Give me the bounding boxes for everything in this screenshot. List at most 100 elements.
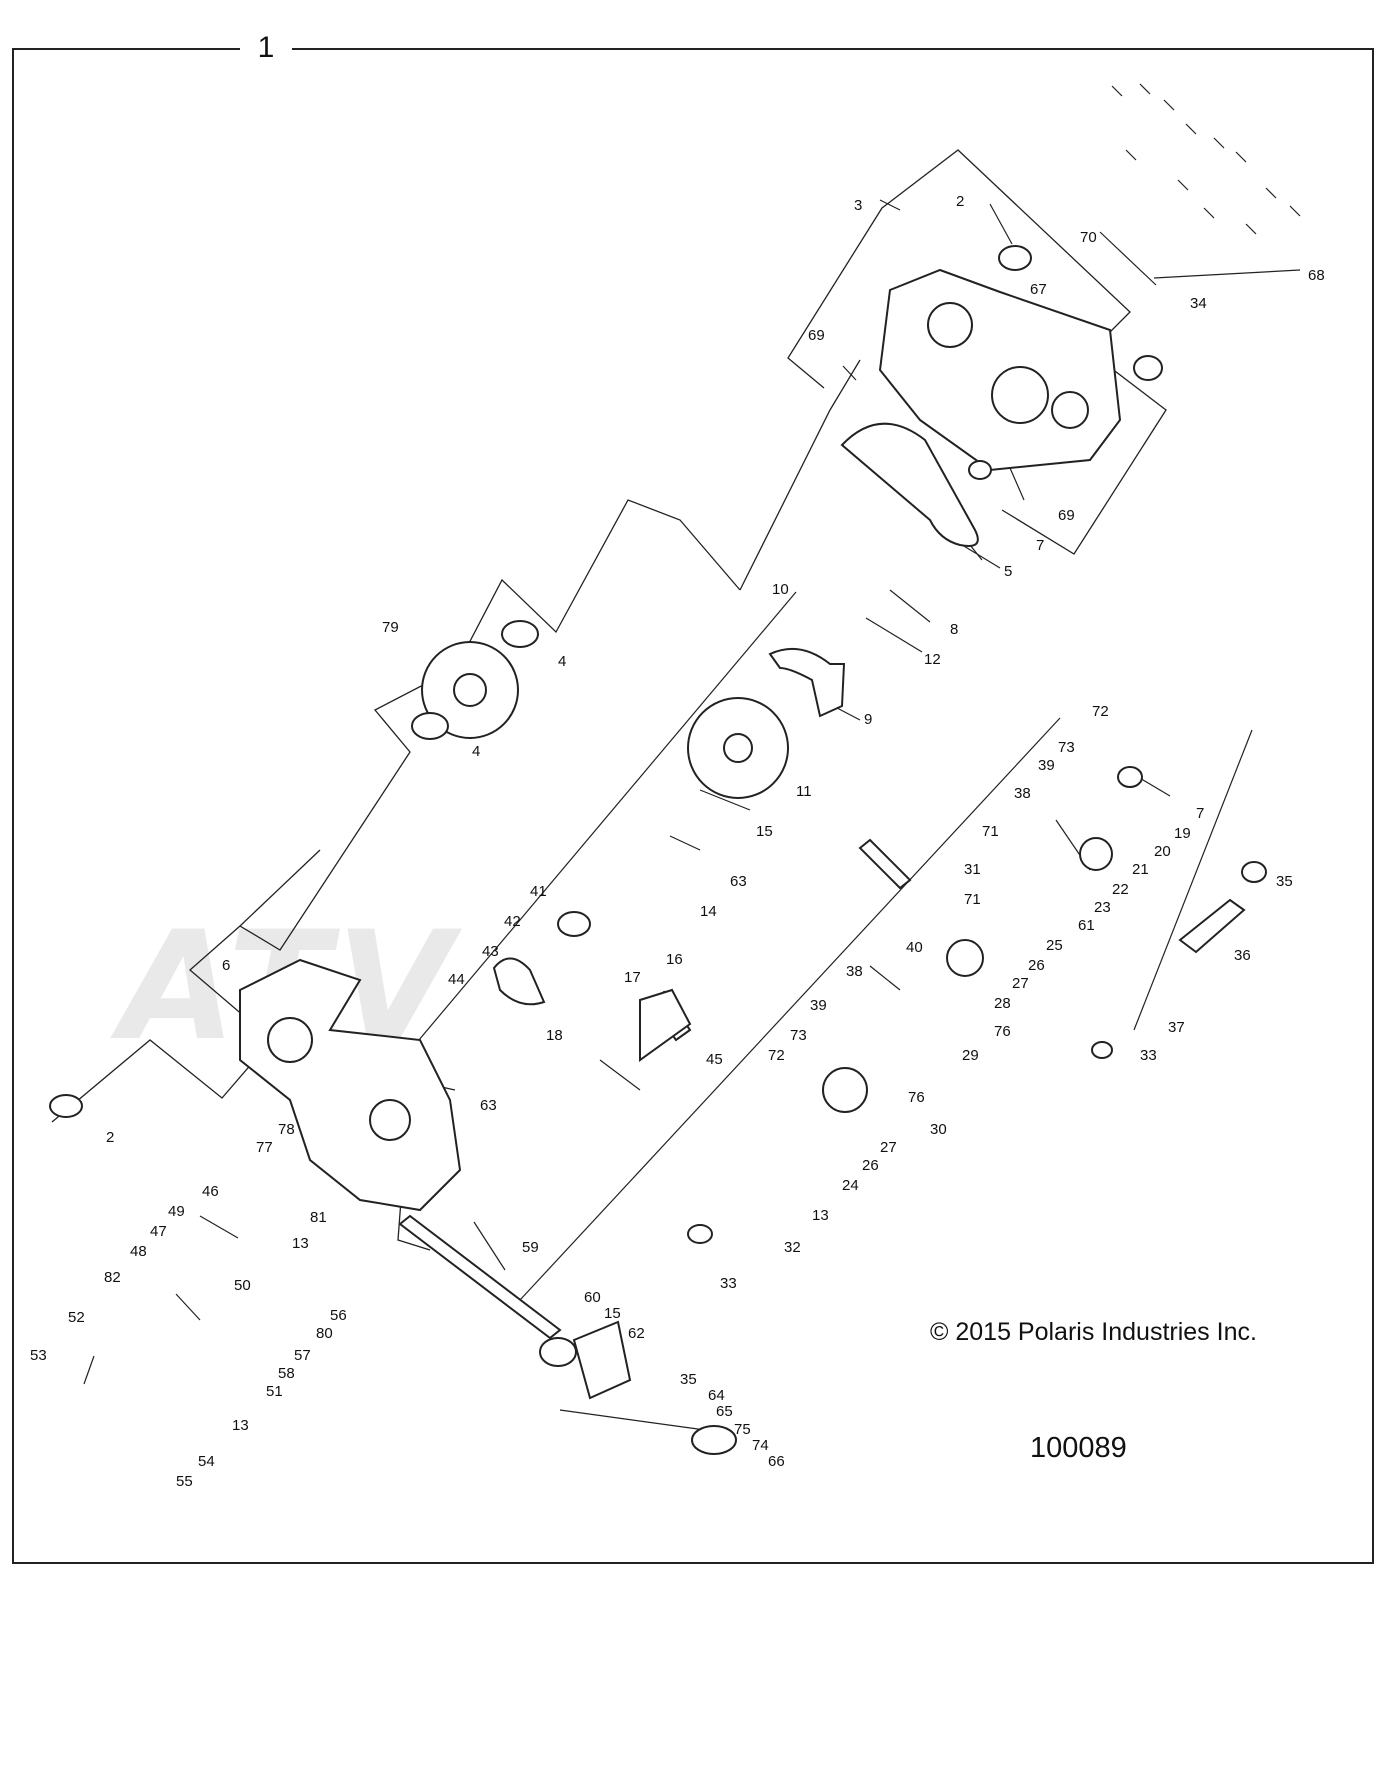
callout-57: 57 — [294, 1347, 311, 1364]
callout-55: 55 — [176, 1473, 193, 1490]
callout-7b: 7 — [1196, 805, 1204, 822]
callout-73b: 73 — [790, 1027, 807, 1044]
callout-4: 4 — [558, 653, 566, 670]
gears — [421, 641, 1113, 1113]
callout-36: 36 — [1234, 947, 1251, 964]
callout-15: 15 — [756, 823, 773, 840]
callout-24: 24 — [842, 1177, 859, 1194]
drawing-number: 100089 — [1030, 1432, 1127, 1464]
callout-73: 73 — [1058, 739, 1075, 756]
callout-42: 42 — [504, 913, 521, 930]
callout-25: 25 — [1046, 937, 1063, 954]
callout-39: 39 — [1038, 757, 1055, 774]
callout-69b: 69 — [1058, 507, 1075, 524]
callout-32: 32 — [784, 1239, 801, 1256]
callout-72: 72 — [1092, 703, 1109, 720]
callout-22: 22 — [1112, 881, 1129, 898]
callout-38b: 38 — [846, 963, 863, 980]
bearings — [49, 245, 1267, 1244]
callout-63: 63 — [730, 873, 747, 890]
callout-14: 14 — [700, 903, 717, 920]
callout-82: 82 — [104, 1269, 121, 1286]
callout-49: 49 — [168, 1203, 185, 1220]
callout-38: 38 — [1014, 785, 1031, 802]
callout-62: 62 — [628, 1325, 645, 1342]
clutch-housing — [539, 1320, 737, 1455]
callout-28: 28 — [994, 995, 1011, 1012]
callout-7: 7 — [1036, 537, 1044, 554]
drive-belt — [840, 422, 979, 547]
callout-33: 33 — [1140, 1047, 1157, 1064]
callout-58: 58 — [278, 1365, 295, 1382]
callout-48: 48 — [130, 1243, 147, 1260]
callout-56: 56 — [330, 1307, 347, 1324]
callout-8: 8 — [950, 621, 958, 638]
callout-44: 44 — [448, 971, 465, 988]
callout-27b: 27 — [880, 1139, 897, 1156]
callout-35b: 35 — [680, 1371, 697, 1388]
callout-72b: 72 — [768, 1047, 785, 1064]
callout-79: 79 — [382, 619, 399, 636]
callout-27: 27 — [1012, 975, 1029, 992]
shafts — [398, 838, 1246, 1340]
callout-37: 37 — [1168, 1019, 1185, 1036]
callout-64: 64 — [708, 1387, 725, 1404]
copyright-notice: © 2015 Polaris Industries Inc. — [930, 1318, 1257, 1346]
callout-45: 45 — [706, 1051, 723, 1068]
frame-label: 1 — [240, 30, 292, 66]
callout-63b: 63 — [480, 1097, 497, 1114]
callout-34: 34 — [1190, 295, 1207, 312]
leader-lines — [83, 199, 1301, 1431]
callout-15b: 15 — [604, 1305, 621, 1322]
callout-69: 69 — [808, 327, 825, 344]
shift-fork — [768, 647, 846, 718]
callout-23: 23 — [1094, 899, 1111, 916]
callout-71b: 71 — [964, 891, 981, 908]
callout-29: 29 — [962, 1047, 979, 1064]
callout-2: 2 — [956, 193, 964, 210]
callout-66: 66 — [768, 1453, 785, 1470]
callout-labels: 3 2 70 68 67 69 34 69 7 5 10 8 12 79 4 4… — [30, 193, 1325, 1490]
callout-60: 60 — [584, 1289, 601, 1306]
transmission-case — [239, 958, 462, 1212]
callout-13c: 13 — [232, 1417, 249, 1434]
callout-26: 26 — [1028, 957, 1045, 974]
callout-81: 81 — [310, 1209, 327, 1226]
callout-54: 54 — [198, 1453, 215, 1470]
callout-20: 20 — [1154, 843, 1171, 860]
callout-4b: 4 — [472, 743, 480, 760]
callout-5: 5 — [1004, 563, 1012, 580]
callout-13b: 13 — [812, 1207, 829, 1224]
callout-30: 30 — [930, 1121, 947, 1138]
callout-65: 65 — [716, 1403, 733, 1420]
callout-47: 47 — [150, 1223, 167, 1240]
callout-16: 16 — [666, 951, 683, 968]
callout-76b: 76 — [908, 1089, 925, 1106]
callout-52: 52 — [68, 1309, 85, 1326]
callout-41: 41 — [530, 883, 547, 900]
callout-70: 70 — [1080, 229, 1097, 246]
callout-80: 80 — [316, 1325, 333, 1342]
callout-12: 12 — [924, 651, 941, 668]
callout-50: 50 — [234, 1277, 251, 1294]
callout-74: 74 — [752, 1437, 769, 1454]
callout-59: 59 — [522, 1239, 539, 1256]
callout-3: 3 — [854, 197, 862, 214]
callout-19: 19 — [1174, 825, 1191, 842]
callout-35: 35 — [1276, 873, 1293, 890]
callout-71: 71 — [982, 823, 999, 840]
callout-26b: 26 — [862, 1157, 879, 1174]
callout-53: 53 — [30, 1347, 47, 1364]
callout-21: 21 — [1132, 861, 1149, 878]
case-cover — [878, 268, 1122, 472]
callout-10: 10 — [772, 581, 789, 598]
callout-61: 61 — [1078, 917, 1095, 934]
callout-78: 78 — [278, 1121, 295, 1138]
callout-11: 11 — [796, 783, 812, 800]
callout-67: 67 — [1030, 281, 1047, 298]
callout-6: 6 — [222, 957, 230, 974]
callout-39b: 39 — [810, 997, 827, 1014]
callout-9: 9 — [864, 711, 872, 728]
callout-18: 18 — [546, 1027, 563, 1044]
